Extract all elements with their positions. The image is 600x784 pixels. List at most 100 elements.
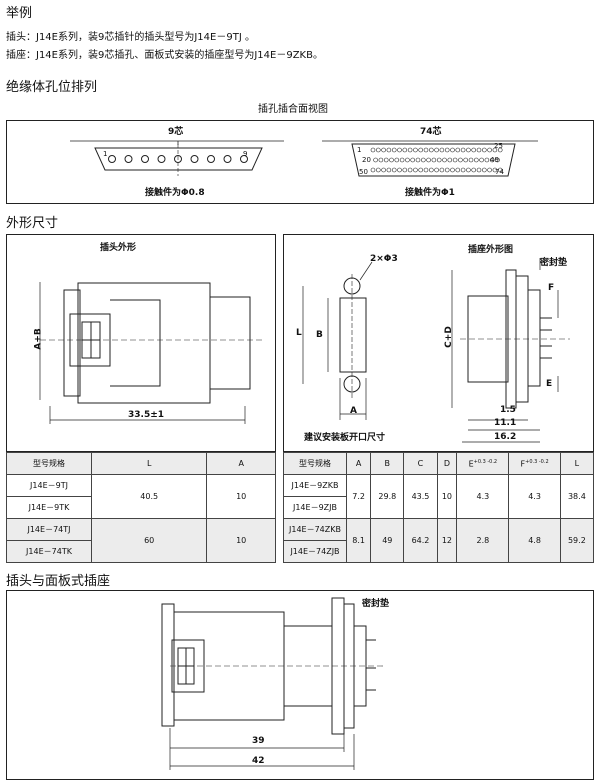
pin-hole [463, 157, 469, 163]
insulator-caption: 插孔插合面视图 [258, 104, 328, 115]
pin-hole [458, 157, 463, 163]
plug-model: J14E－74TK [6, 540, 92, 563]
pin-hole [442, 157, 447, 163]
plug-th-model: 型号规格 [6, 452, 92, 475]
pin-hole [428, 167, 434, 173]
pin-hole [447, 157, 453, 163]
pin-hole [471, 147, 477, 153]
insulator-panel [6, 120, 594, 204]
pin-hole [397, 147, 402, 153]
assembly-dim-42: 42 [252, 756, 265, 766]
contact-74-label: 接触件为Φ1 [405, 188, 455, 198]
pin-hole [418, 147, 424, 153]
pin-hole [223, 155, 232, 163]
pin-hole [444, 167, 450, 173]
heading-insulator: 绝缘体孔位排列 [6, 80, 98, 95]
socket-th-F-tol: +0.3 -0.2 [525, 458, 549, 465]
pin-hole [124, 155, 133, 163]
pin-hole [397, 167, 402, 173]
heading-assembly: 插头与面板式插座 [6, 574, 111, 589]
pin-hole [476, 147, 482, 153]
pin-hole [381, 147, 386, 153]
socket-dim-B: B [316, 330, 323, 340]
pin-hole [468, 157, 474, 163]
pin-hole [497, 147, 503, 153]
heading-dimensions: 外形尺寸 [6, 216, 59, 231]
assembly-panel [6, 590, 594, 780]
socket-th-model: 型号规格 [283, 452, 347, 475]
pin-hole [378, 157, 384, 163]
socket-F: 4.8 [508, 518, 561, 563]
pin-hole [473, 157, 479, 163]
pin-hole [386, 147, 392, 153]
pin-hole [399, 157, 405, 163]
table-row: J14E－74ZKB 8.1 49 64.2 12 2.8 4.8 59.2 [283, 518, 595, 563]
heading-example: 举例 [6, 6, 33, 21]
pin-hole [431, 157, 437, 163]
pin-hole [407, 147, 413, 153]
pin-hole [479, 157, 484, 163]
socket-model: J14E－74ZJB [283, 540, 347, 563]
pin-hole [370, 167, 376, 173]
pin-hole [157, 155, 166, 163]
pin-hole [434, 167, 439, 173]
pin-hole [418, 167, 424, 173]
plug-example-line: 插头：J14E系列，装9芯插针的插头型号为J14E－9TJ 。 [6, 32, 255, 43]
pin-hole [413, 167, 418, 173]
pin-hole [423, 147, 429, 153]
socket-holes-label: 2×Φ3 [370, 254, 398, 264]
socket-A: 7.2 [345, 474, 372, 519]
plug-drawing-title: 插头外形 [100, 243, 137, 253]
socket-spec-table: 型号规格 A B C D E+0.3 -0.2 F+0.3 -0.2 L J14… [283, 452, 595, 563]
socket-E: 4.3 [456, 474, 510, 519]
pin-hole [481, 167, 487, 173]
pin-hole [428, 147, 434, 153]
pin-hole [466, 167, 471, 173]
insulator-9-title: 9芯 [168, 127, 184, 137]
pin74-label-50: 50 [359, 168, 368, 176]
plug-A: 10 [206, 518, 276, 563]
pin-hole [407, 167, 413, 173]
pin-hole [394, 157, 400, 163]
table-row: J14E－74TJ 60 10 [6, 518, 276, 563]
socket-F: 4.3 [508, 474, 561, 519]
pin74-label-25: 25 [494, 142, 503, 150]
pin-hole [426, 157, 431, 163]
pin-hole [386, 167, 392, 173]
pin-hole [484, 157, 490, 163]
socket-L: 38.4 [559, 474, 595, 519]
pin-hole [444, 147, 450, 153]
socket-E: 2.8 [456, 518, 510, 563]
plug-spec-table: 型号规格 L A J14E－9TJ 40.5 10 J14E－9TK J14E－… [6, 452, 276, 563]
pin-hole [383, 157, 389, 163]
pin-hole [455, 167, 461, 173]
socket-L: 59.2 [559, 518, 595, 563]
socket-dim-F: F [548, 283, 555, 293]
pin-hole [141, 155, 149, 163]
pin-hole [452, 157, 458, 163]
pin-hole [481, 147, 487, 153]
pin-hole [423, 167, 429, 173]
pin-hole [190, 155, 199, 163]
socket-C: 64.2 [403, 518, 438, 563]
pin-hole [439, 147, 445, 153]
table-row: J14E－9ZKB 7.2 29.8 43.5 10 4.3 4.3 38.4 [283, 474, 595, 519]
pin74-label-1: 1 [357, 146, 362, 154]
pin-hole [391, 167, 397, 173]
socket-drawing-panel [283, 234, 594, 452]
pin-hole [450, 147, 455, 153]
socket-th-E-letter: E [468, 459, 474, 469]
plug-dim-width: 33.5±1 [128, 410, 165, 420]
socket-dim-1-5: 1.5 [500, 405, 516, 415]
pin-hole [108, 155, 116, 163]
socket-dim-A: A [350, 406, 357, 416]
insulator-74-title: 74芯 [420, 127, 442, 137]
pin-hole [497, 167, 503, 173]
pin-hole [405, 157, 410, 163]
pin-hole [487, 147, 492, 153]
pin-hole [402, 167, 408, 173]
pin-hole [415, 157, 421, 163]
pin-hole [476, 167, 482, 173]
